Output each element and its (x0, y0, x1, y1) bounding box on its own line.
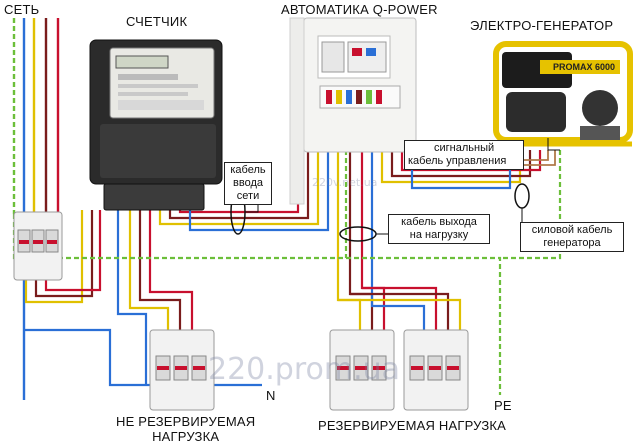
non-reserved-load-label-line2: НАГРУЗКА (152, 429, 220, 444)
output-cable-text-1: кабель выхода (401, 216, 477, 228)
breaker-to-meter-wires (24, 210, 102, 304)
input-cable-callout: кабель ввода сети (224, 162, 272, 205)
output-cable-text-2: на нагрузку (409, 229, 469, 241)
reserved-load-label: РЕЗЕРВИРУЕМАЯ НАГРУЗКА (318, 418, 507, 433)
grid-input-breaker (13, 211, 63, 281)
generator-label: ЭЛЕКТРО-ГЕНЕРАТОР (470, 18, 614, 33)
load-output-cable-wires (336, 150, 462, 330)
input-cable-text-3: сети (236, 190, 260, 202)
generator (493, 41, 633, 147)
non-reserved-load-label: НЕ РЕЗЕРВИРУЕМАЯ НАГРУЗКА (116, 414, 255, 444)
grid-feed-wires (12, 18, 60, 400)
pe-label: PE (494, 398, 512, 413)
non-reserved-load-label-line1: НЕ РЕЗЕРВИРУЕМАЯ (116, 414, 256, 429)
power-cable-callout: силовой кабель генератора (520, 222, 624, 252)
signal-cable-callout: сигнальный кабель управления (404, 140, 524, 170)
grid-label: СЕТЬ (4, 2, 40, 17)
non-reserved-load-breaker (149, 329, 215, 411)
output-cable-callout: кабель выхода на нагрузку (388, 214, 490, 244)
input-cable-text-1: кабель (230, 164, 266, 176)
neutral-label: N (266, 388, 276, 403)
meter-label: СЧЕТЧИК (126, 14, 188, 29)
signal-cable-text-2: кабель управления (408, 155, 507, 167)
electricity-meter (89, 39, 223, 211)
meter-to-non-reserved-wires (116, 210, 194, 360)
signal-cable-text-1: сигнальный (434, 142, 495, 154)
power-cable-text-1: силовой кабель (531, 224, 613, 236)
automation-label: АВТОМАТИКА Q-POWER (281, 2, 438, 17)
watermark-large: 220.prom.ua (208, 352, 401, 387)
watermark-small: 220v.net.ua (312, 176, 378, 189)
automation-cabinet (289, 17, 417, 205)
reserved-load-breaker-2 (403, 329, 469, 411)
power-cable-bundle-marker (514, 183, 530, 209)
reserved-load-breaker-1 (329, 329, 395, 411)
input-cable-text-2: ввода (233, 177, 263, 189)
power-cable-text-2: генератора (543, 237, 601, 249)
generator-brand-text: PROMAX 6000 (553, 62, 616, 72)
